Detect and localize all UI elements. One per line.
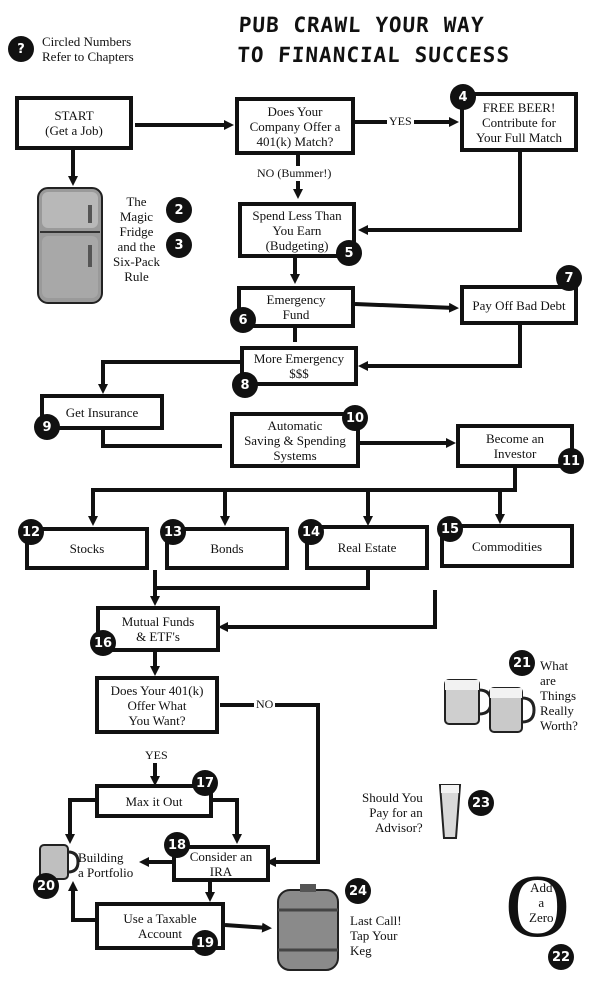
arrow-more-to-insurance (98, 360, 240, 394)
match-question-box: Does Your Company Offer a 401(k) Match? (235, 97, 355, 155)
fridge-note: The Magic Fridge and the Six-Pack Rule (113, 194, 160, 284)
offer-question-box: Does Your 401(k) Offer What You Want? (95, 676, 219, 734)
keg-illustration (277, 884, 339, 971)
last-call-note: Last Call! Tap Your Keg (350, 913, 402, 958)
zero-glyph: O (505, 857, 570, 956)
chapter-badge-21: 21 (509, 650, 535, 676)
arrow-max-to-portfolio (65, 798, 95, 844)
chapter-badge-10: 10 (342, 405, 368, 431)
chapter-badge-11: 11 (558, 448, 584, 474)
no-label-offer: NO (254, 697, 276, 712)
chapter-badge-6: 6 (230, 307, 256, 333)
arrow-investor-to-stocks (88, 468, 517, 526)
chapter-badge-2: 2 (166, 197, 192, 223)
yes-label-offer: YES (143, 748, 170, 763)
chapter-badge-22: 22 (548, 944, 574, 970)
insurance-box: Get Insurance (40, 394, 164, 430)
chapter-badge-15: 15 (437, 516, 463, 542)
chapter-badge-16: 16 (90, 630, 116, 656)
zero-note: Add a Zero (529, 880, 554, 925)
pint-glass-illustration (438, 784, 462, 839)
chapter-badge-19: 19 (192, 930, 218, 956)
arrow-taxable-to-keg (224, 922, 272, 933)
chapter-badge-5: 5 (336, 240, 362, 266)
bad-debt-box: Pay Off Bad Debt (460, 285, 578, 325)
chapter-badge-4: 4 (450, 84, 476, 110)
chart-title: PUB CRAWL YOUR WAY TO FINANCIAL SUCCESS (236, 13, 511, 67)
chapter-badge-12: 12 (18, 519, 44, 545)
line-real-estate-join (155, 570, 370, 590)
chapter-badge-20: 20 (33, 873, 59, 899)
arrow-offer-no (220, 703, 320, 867)
chapter-badge-23: 23 (468, 790, 494, 816)
automatic-box: Automatic Saving & Spending Systems (230, 412, 360, 468)
no-label-match: NO (Bummer!) (255, 166, 334, 181)
emergency-fund-box: Emergency Fund (237, 286, 355, 328)
chapter-badge-7: 7 (556, 265, 582, 291)
advisor-note: Should You Pay for an Advisor? (362, 790, 423, 835)
legend-badge: ? (8, 36, 34, 62)
arrow-max-to-ira (213, 798, 242, 844)
beer-mugs-illustration (444, 679, 536, 733)
investor-box: Become an Investor (456, 424, 574, 468)
chapter-badge-9: 9 (34, 414, 60, 440)
fridge-illustration (37, 187, 103, 304)
more-emergency-box: More Emergency $$$ (240, 346, 358, 386)
real-estate-box: Real Estate (305, 525, 429, 570)
chapter-badge-13: 13 (160, 519, 186, 545)
mutual-funds-box: Mutual Funds & ETF's (96, 606, 220, 652)
chapter-badge-17: 17 (192, 770, 218, 796)
start-box: START (Get a Job) (15, 96, 133, 150)
arrow-emergency-to-debt (354, 302, 459, 313)
portfolio-note: Building a Portfolio (78, 850, 134, 880)
arrow-debt-to-more (358, 325, 522, 371)
chapter-badge-14: 14 (298, 519, 324, 545)
yes-label-match: YES (387, 114, 414, 129)
stocks-box: Stocks (25, 527, 149, 570)
arrow-beer-to-spend (358, 152, 522, 235)
chapter-badge-3: 3 (166, 232, 192, 258)
arrow-commodities-to-mutual (218, 590, 437, 632)
worth-note: What are Things Really Worth? (540, 658, 578, 733)
chapter-badge-18: 18 (164, 832, 190, 858)
chapter-badge-24: 24 (345, 878, 371, 904)
chapter-badge-8: 8 (232, 372, 258, 398)
free-beer-box: FREE BEER! Contribute for Your Full Matc… (460, 92, 578, 152)
ira-box: Consider an IRA (172, 845, 270, 882)
legend-text: Circled Numbers Refer to Chapters (42, 34, 134, 64)
arrow-taxable-to-portfolio (68, 881, 95, 922)
line-insurance-to-automatic (101, 430, 222, 448)
